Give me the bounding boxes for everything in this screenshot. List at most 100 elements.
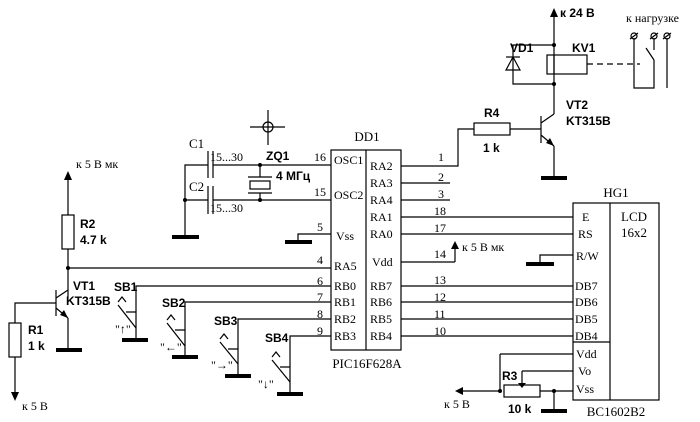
buttons: SB1 "↑" SB2 "←" SB3 "→" bbox=[114, 280, 331, 396]
c1-value: 15...30 bbox=[210, 150, 243, 164]
lcd-size: 16x2 bbox=[621, 225, 647, 240]
sb2-ref: SB2 bbox=[162, 296, 186, 310]
mcu-pin-num-5: 5 bbox=[317, 220, 323, 234]
mcu-pin-num-13: 13 bbox=[434, 273, 446, 287]
lcd-ref: HG1 bbox=[603, 185, 628, 200]
oscillator: C1 15...30 C2 15...30 ZQ1 4 МГц bbox=[172, 110, 331, 239]
sb3-glyph: "→" bbox=[211, 358, 233, 372]
mcu-pin-osc1: OSC1 bbox=[334, 153, 363, 167]
r4-ref: R4 bbox=[484, 106, 500, 120]
vd1-ref: VD1 bbox=[510, 41, 534, 55]
sb1-ref: SB1 bbox=[114, 280, 138, 294]
mcu-pin-num-18: 18 bbox=[434, 204, 446, 218]
button-sb4[interactable]: SB4 "↓" bbox=[258, 331, 303, 396]
vt2-part: KT315B bbox=[566, 114, 611, 128]
mcu-pin-ra5: RA5 bbox=[334, 259, 357, 273]
mcu-pin-num-11: 11 bbox=[434, 307, 446, 321]
relay-driver: R4 1 k VT2 KT315B VD1 KV1 к 24 В bbox=[401, 6, 679, 180]
lcd-pin-db7: DB7 bbox=[575, 279, 598, 293]
mcu-part: PIC16F628A bbox=[332, 356, 402, 371]
button-sb2[interactable]: SB2 "←" bbox=[160, 296, 198, 359]
mcu-pin-num-7: 7 bbox=[317, 290, 323, 304]
reset-transistor-circuit: к 5 В мк R2 4.7 k VT1 KT315B R1 1 k к 5 … bbox=[8, 157, 331, 413]
crystal-value: 4 МГц bbox=[276, 169, 311, 183]
mcu-pin-num-9: 9 bbox=[317, 324, 323, 338]
mcu-pin-num-2: 2 bbox=[438, 170, 444, 184]
mcu-lcd-wires: к 5 В мк bbox=[401, 216, 573, 337]
crystal-ref: ZQ1 bbox=[266, 149, 290, 163]
mcu-pin-num-4: 4 bbox=[317, 253, 323, 267]
mcu-pin-num-3: 3 bbox=[438, 187, 444, 201]
mcu-pin-rb1: RB1 bbox=[334, 295, 356, 309]
mcu-pin-vdd: Vdd bbox=[372, 255, 393, 269]
mcu-pin-num-15: 15 bbox=[314, 185, 326, 199]
c2-value: 15...30 bbox=[210, 201, 243, 215]
sb4-ref: SB4 bbox=[265, 331, 289, 345]
r1-value: 1 k bbox=[28, 339, 45, 353]
label-load: к нагрузке bbox=[626, 11, 679, 25]
mcu-pin-rb3: RB3 bbox=[334, 329, 356, 343]
c2-ref: C2 bbox=[189, 179, 204, 194]
lcd-pin-vo: Vo bbox=[578, 364, 591, 378]
sb3-ref: SB3 bbox=[214, 314, 238, 328]
r3-value: 10 k bbox=[508, 402, 532, 416]
mcu-ref: DD1 bbox=[354, 129, 379, 144]
lcd-pin-db5: DB5 bbox=[575, 312, 598, 326]
r1-ref: R1 bbox=[28, 323, 44, 337]
mcu-pin-rb2: RB2 bbox=[334, 312, 356, 326]
mcu-pin-num-10: 10 bbox=[434, 324, 446, 338]
mcu-pin-num-6: 6 bbox=[317, 274, 323, 288]
lcd-pin-e: E bbox=[582, 210, 589, 224]
vt1-part: KT315B bbox=[66, 294, 111, 308]
button-sb3[interactable]: SB3 "→" bbox=[211, 314, 251, 378]
label-5v-bottom-left: к 5 В bbox=[22, 399, 48, 413]
mcu-pin-num-1: 1 bbox=[438, 150, 444, 164]
mcu-pin-osc2: OSC2 bbox=[334, 188, 363, 202]
lcd-pin-db4: DB4 bbox=[575, 329, 598, 343]
mcu-pin-ra0: RA0 bbox=[370, 227, 393, 241]
mcu-pin-rb0: RB0 bbox=[334, 279, 356, 293]
lcd-hg1: HG1 BC1602B2 LCD 16x2 E RS R/W DB7 DB6 D… bbox=[572, 185, 660, 419]
r2-value: 4.7 k bbox=[80, 233, 107, 247]
label-24v: к 24 В bbox=[560, 6, 595, 20]
c1-ref: C1 bbox=[189, 136, 204, 151]
mcu-pin-num-8: 8 bbox=[317, 307, 323, 321]
mcu-pin-num-16: 16 bbox=[314, 150, 326, 164]
sb1-glyph: "↑" bbox=[115, 322, 131, 336]
mcu-pin-num-17: 17 bbox=[434, 221, 446, 235]
mcu-dd1: DD1 PIC16F628A OSC1 OSC2 Vss RA5 RB0 RB1… bbox=[314, 129, 450, 371]
mcu-pin-ra2: RA2 bbox=[370, 159, 393, 173]
lcd-pin-vss: Vss bbox=[576, 382, 594, 396]
lcd-pin-db6: DB6 bbox=[575, 295, 598, 309]
lcd-part: BC1602B2 bbox=[587, 404, 646, 419]
mcu-pin-ra3: RA3 bbox=[370, 176, 393, 190]
lcd-power: R3 10 k к 5 В bbox=[444, 353, 573, 416]
mcu-pin-rb4: RB4 bbox=[370, 329, 392, 343]
kv1-ref: KV1 bbox=[572, 41, 596, 55]
mcu-pin-rb7: RB7 bbox=[370, 279, 392, 293]
label-5v-mk-right: к 5 В мк bbox=[462, 240, 504, 254]
mcu-pin-vss: Vss bbox=[336, 229, 354, 243]
mcu-pin-rb5: RB5 bbox=[370, 312, 392, 326]
vt2-ref: VT2 bbox=[566, 98, 588, 112]
vt1-ref: VT1 bbox=[73, 279, 95, 293]
lcd-pin-rw: R/W bbox=[576, 249, 599, 263]
mcu-pin-rb6: RB6 bbox=[370, 295, 392, 309]
r2-ref: R2 bbox=[80, 217, 96, 231]
r4-value: 1 k bbox=[483, 141, 500, 155]
mcu-pin-num-14: 14 bbox=[434, 247, 446, 261]
label-5v-bottom-right: к 5 В bbox=[444, 397, 470, 411]
mcu-pin-ra1: RA1 bbox=[370, 210, 393, 224]
mcu-vss-ground bbox=[285, 233, 331, 244]
button-sb1[interactable]: SB1 "↑" bbox=[114, 280, 148, 342]
mcu-pin-ra4: RA4 bbox=[370, 193, 393, 207]
sb4-glyph: "↓" bbox=[258, 377, 274, 391]
lcd-pin-rs: RS bbox=[578, 227, 593, 241]
lcd-type: LCD bbox=[621, 209, 647, 224]
sb2-glyph: "←" bbox=[160, 340, 182, 354]
mcu-pin-num-12: 12 bbox=[434, 290, 446, 304]
label-5v-mk-left: к 5 В мк bbox=[76, 157, 118, 171]
r3-ref: R3 bbox=[502, 369, 518, 383]
